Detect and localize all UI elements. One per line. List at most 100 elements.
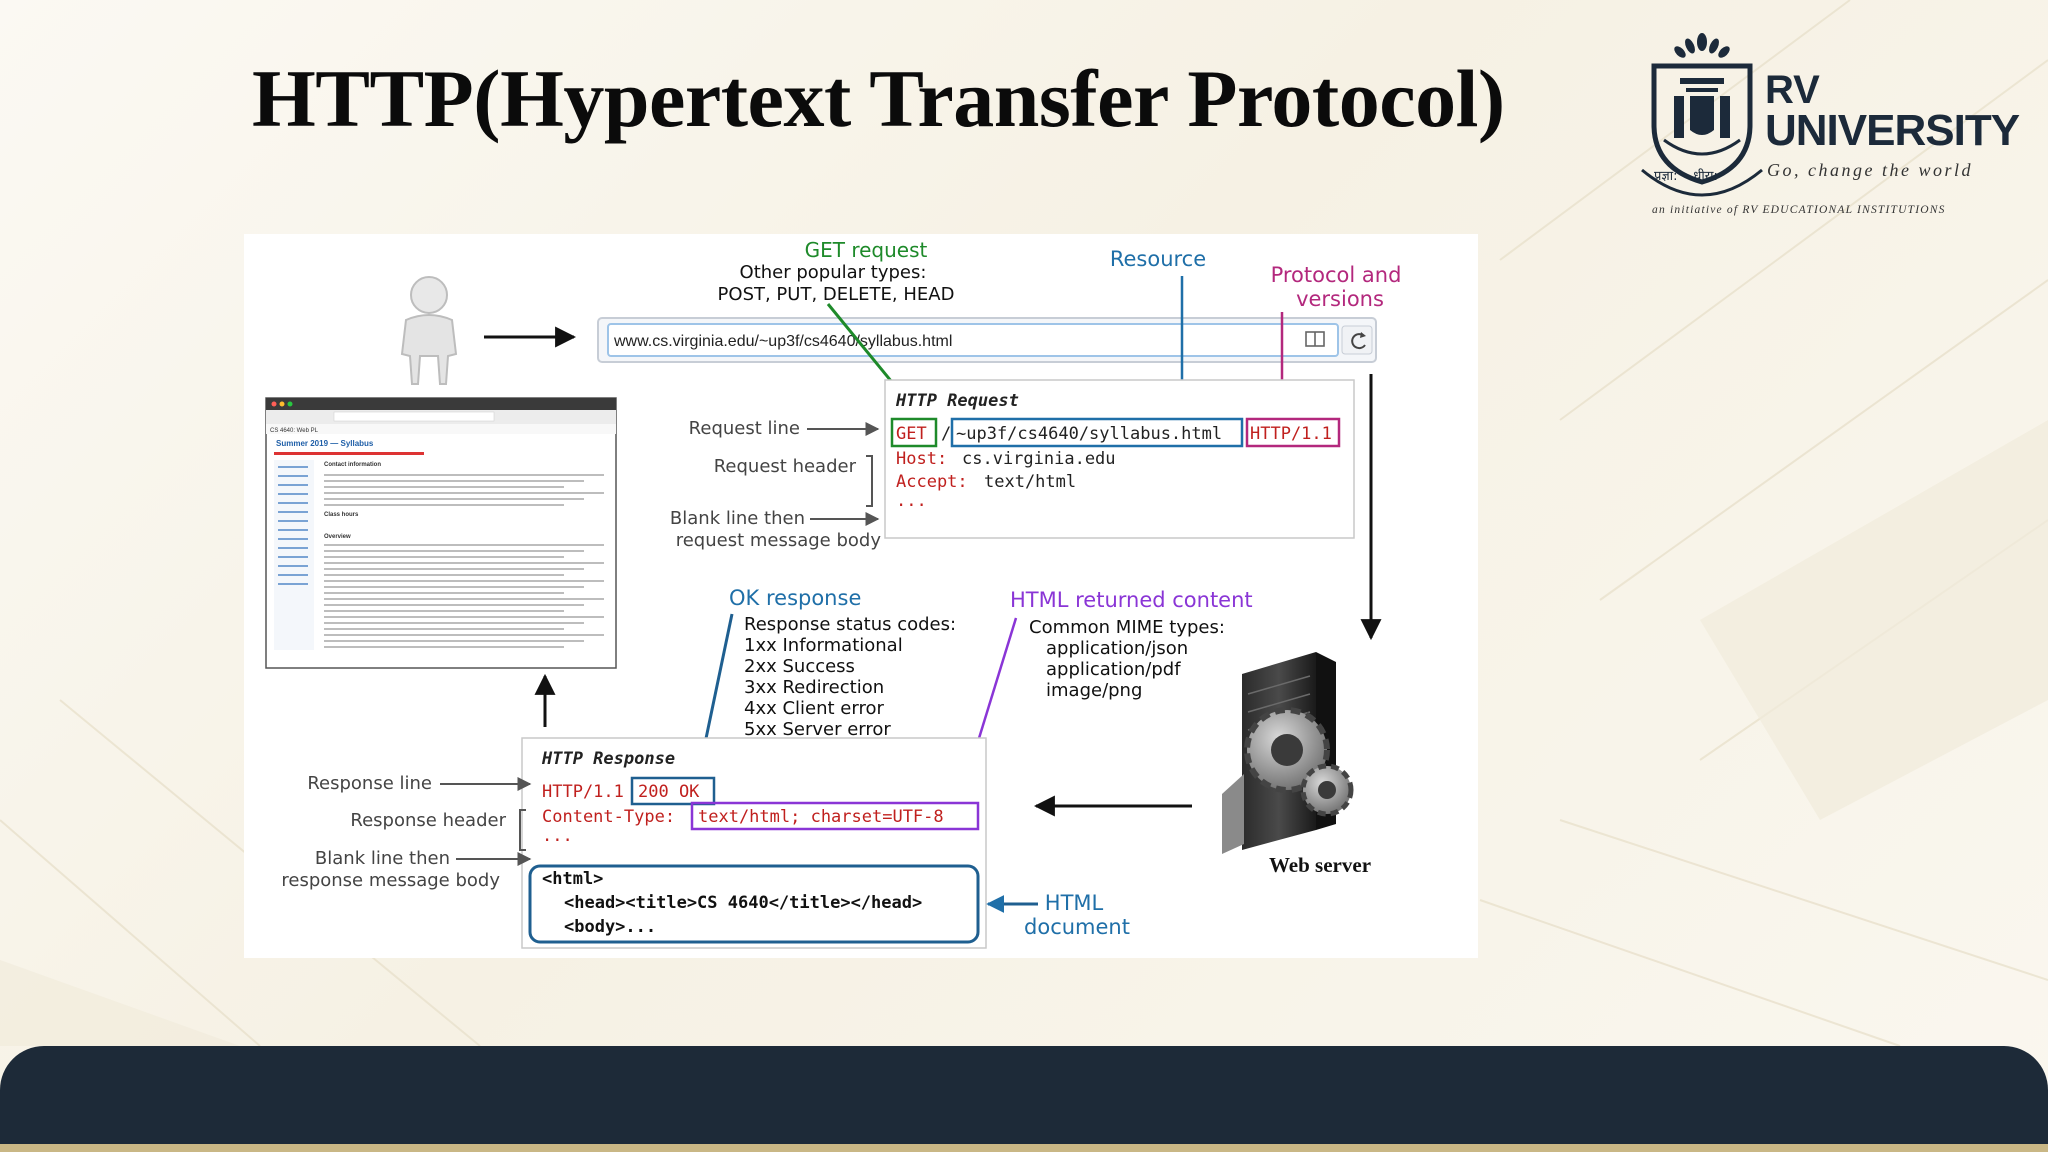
http-request-title: HTTP Request xyxy=(895,391,1019,411)
thumbnail-text-line xyxy=(324,592,564,594)
browser-address-bar: www.cs.virginia.edu/~up3f/cs4640/syllabu… xyxy=(597,317,1377,363)
http-diagram-svg: www.cs.virginia.edu/~up3f/cs4640/syllabu… xyxy=(265,238,1402,949)
thumbnail-text-line xyxy=(324,604,584,606)
label-response-header: Response header xyxy=(350,810,506,831)
thumbnail-text-line xyxy=(324,474,604,476)
thumbnail-nav-line xyxy=(278,502,308,504)
thumbnail-text-line xyxy=(324,634,604,636)
browser-url-text: www.cs.virginia.edu/~up3f/cs4640/syllabu… xyxy=(613,333,952,350)
thumbnail-text-line xyxy=(324,480,584,482)
thumbnail-text-line xyxy=(324,492,604,494)
thumbnail-text-line xyxy=(324,562,604,564)
resource-label: Resource xyxy=(1110,247,1206,271)
thumbnail-text-line xyxy=(324,598,604,600)
request-version: HTTP/1.1 xyxy=(1250,424,1332,444)
thumbnail-nav-line xyxy=(278,556,308,558)
request-host-value: cs.virginia.edu xyxy=(962,449,1116,469)
thumbnail-text-line xyxy=(324,616,604,618)
html-returned-heading: Common MIME types: xyxy=(1029,617,1225,638)
status-code-5xx: 5xx Server error xyxy=(744,719,891,740)
response-ctype-key: Content-Type: xyxy=(542,807,675,827)
request-path: ~up3f/cs4640/syllabus.html xyxy=(956,424,1222,444)
response-version: HTTP/1.1 xyxy=(542,782,624,802)
request-accept-value: text/html xyxy=(984,472,1076,492)
response-status: 200 OK xyxy=(638,782,700,802)
label-request-blank1: Blank line then xyxy=(670,508,805,529)
html-body-line1: <html> xyxy=(542,869,603,889)
thumbnail-nav-line xyxy=(278,466,308,468)
get-request-line2: POST, PUT, DELETE, HEAD xyxy=(718,284,955,305)
response-ellipsis: ... xyxy=(542,826,573,846)
thumbnail-text-line xyxy=(324,622,584,624)
footer-bar xyxy=(0,1046,2048,1152)
thumbnail-text-line xyxy=(324,504,564,506)
thumbnail-text-line xyxy=(324,568,584,570)
protocol-label-line2: versions xyxy=(1296,287,1384,311)
request-header-bracket xyxy=(866,455,873,507)
thumbnail-text-line xyxy=(324,574,564,576)
thumbnail-nav-line xyxy=(278,493,308,495)
mini-page-section3: Overview xyxy=(324,534,351,540)
thumbnail-nav-line xyxy=(278,583,308,585)
html-body-line2: <head><title>CS 4640</title></head> xyxy=(564,893,922,913)
label-request-header: Request header xyxy=(714,456,857,477)
http-diagram: www.cs.virginia.edu/~up3f/cs4640/syllabu… xyxy=(244,234,1478,958)
status-code-2xx: 2xx Success xyxy=(744,656,855,677)
mime-type-png: image/png xyxy=(1046,680,1142,701)
mini-page-tab: CS 4640: Web PL xyxy=(270,428,319,434)
status-highlight xyxy=(630,776,716,806)
thumbnail-nav-line xyxy=(278,538,308,540)
logo-tagline: Go, change the world xyxy=(1767,160,1973,180)
user-person-icon xyxy=(400,276,458,385)
web-server-icon xyxy=(1222,652,1354,854)
reload-icon[interactable] xyxy=(1341,325,1373,355)
slide-title: HTTP(Hypertext Transfer Protocol) xyxy=(252,53,1505,144)
html-returned-title: HTML returned content xyxy=(1010,588,1253,612)
thumbnail-nav-line xyxy=(278,511,308,513)
thumbnail-text-line xyxy=(324,550,584,552)
browser-screenshot-thumbnail: CS 4640: Web PL Summer 2019 — Syllabus C… xyxy=(265,397,617,669)
label-response-blank1: Blank line then xyxy=(315,848,450,869)
thumbnail-text-line xyxy=(324,486,564,488)
get-request-title: GET request xyxy=(805,238,928,262)
thumbnail-nav-line xyxy=(278,565,308,567)
ok-response-title: OK response xyxy=(729,586,861,610)
http-request-box: HTTP Request GET / ~up3f/cs4640/syllabus… xyxy=(884,379,1355,539)
thumbnail-nav-line xyxy=(278,520,308,522)
html-body-line3: <body>... xyxy=(564,917,656,937)
thumbnail-text-line xyxy=(324,646,564,648)
thumbnail-text-line xyxy=(324,610,564,612)
thumbnail-nav-line xyxy=(278,574,308,576)
html-document-line2: document xyxy=(1024,915,1130,939)
status-code-3xx: 3xx Redirection xyxy=(744,677,884,698)
html-document-highlight xyxy=(528,864,980,944)
response-header-bracket xyxy=(519,809,526,851)
footer-accent-line xyxy=(0,1144,2048,1152)
mime-type-json: application/json xyxy=(1046,638,1188,659)
request-method: GET xyxy=(896,424,927,444)
thumbnail-nav-line xyxy=(278,529,308,531)
mini-page-section2: Class hours xyxy=(324,512,359,518)
logo-subtitle: an initiative of RV EDUCATIONAL INSTITUT… xyxy=(1652,204,1946,216)
status-code-1xx: 1xx Informational xyxy=(744,635,903,656)
bookmark-icon xyxy=(1305,331,1325,347)
university-logo: प्रज्ञा: • धीरा: RV UNIVERSITY Go, chang… xyxy=(1640,30,2020,220)
thumbnail-nav-line xyxy=(278,484,308,486)
mime-type-pdf: application/pdf xyxy=(1046,659,1181,680)
thumbnail-text-line xyxy=(324,556,564,558)
ok-response-heading: Response status codes: xyxy=(744,614,956,635)
thumbnail-nav-line xyxy=(278,475,308,477)
web-server-label: Web server xyxy=(1269,853,1371,877)
protocol-label-line1: Protocol and xyxy=(1271,263,1402,287)
response-ctype-value: text/html; charset=UTF-8 xyxy=(698,807,944,827)
request-slash: / xyxy=(941,424,951,444)
ctype-highlight xyxy=(690,801,980,831)
logo-seal-text: प्रज्ञा: • धीरा: xyxy=(1654,169,1718,184)
logo-name-line2: UNIVERSITY xyxy=(1765,106,2020,155)
status-code-4xx: 4xx Client error xyxy=(744,698,884,719)
thumbnail-nav-line xyxy=(278,547,308,549)
request-accept-key: Accept: xyxy=(896,472,968,492)
mini-page-heading: Summer 2019 — Syllabus xyxy=(276,439,374,448)
get-request-line1: Other popular types: xyxy=(740,262,927,283)
